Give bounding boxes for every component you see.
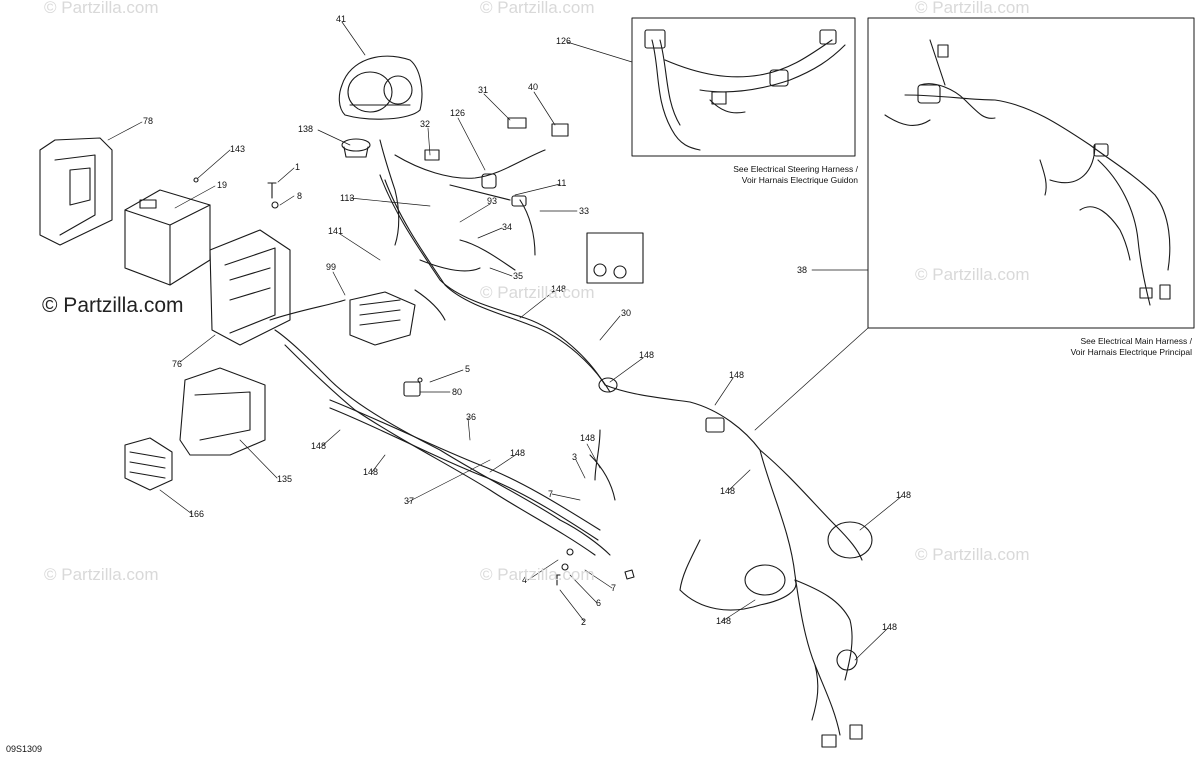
callout-148-a: 148 [551,284,566,294]
callout-7-b: 7 [611,583,616,593]
steering-harness-note: See Electrical Steering Harness / Voir H… [733,164,858,186]
watermark: © Partzilla.com [915,0,1030,17]
callout-38: 38 [797,265,807,275]
main-note-line-2: Voir Harnais Electrique Principal [1070,347,1192,357]
callout-99: 99 [326,262,336,272]
callout-135: 135 [277,474,292,484]
steering-harness-inset [631,17,856,157]
callout-19: 19 [217,180,227,190]
callout-7-a: 7 [548,489,553,499]
callout-32: 32 [420,119,430,129]
callout-8: 8 [297,191,302,201]
watermark: © Partzilla.com [44,0,159,17]
watermark-strong: © Partzilla.com [42,294,184,317]
watermark: © Partzilla.com [915,265,1030,284]
callout-143: 143 [230,144,245,154]
watermark: © Partzilla.com [480,283,595,302]
callout-3: 3 [572,452,577,462]
module-166 [124,437,173,491]
callout-40: 40 [528,82,538,92]
callout-35: 35 [513,271,523,281]
instrument-cluster [338,55,423,120]
callout-148-c: 148 [729,370,744,380]
callout-1: 1 [295,162,300,172]
callout-148-i: 148 [896,490,911,500]
callout-148-j: 148 [716,616,731,626]
callout-141: 141 [328,226,343,236]
steering-note-line-1: See Electrical Steering Harness / [733,164,858,174]
battery-box [39,137,113,246]
callout-11: 11 [557,178,566,188]
watermark: © Partzilla.com [44,565,159,584]
battery-holder [209,229,291,346]
callout-36: 36 [466,412,476,422]
callout-148-g: 148 [580,433,595,443]
callout-148-d: 148 [311,441,326,451]
callout-148-e: 148 [363,467,378,477]
callout-6: 6 [596,598,601,608]
callout-166: 166 [189,509,204,519]
callout-31: 31 [478,85,488,95]
callout-76: 76 [172,359,182,369]
main-harness-inset [867,17,1195,329]
callout-30: 30 [621,308,631,318]
callout-126: 126 [450,108,465,118]
callout-126-b: 126 [556,36,571,46]
steering-note-line-2: Voir Harnais Electrique Guidon [741,175,858,185]
callout-34: 34 [502,222,512,232]
callout-5: 5 [465,364,470,374]
cap-138 [341,138,371,152]
main-harness-drawing [884,39,1171,306]
callout-2: 2 [581,617,586,627]
watermark: © Partzilla.com [915,545,1030,564]
diagram-code: 09S1309 [6,744,43,754]
main-wiring-harness [269,174,873,748]
watermark: © Partzilla.com [480,565,595,584]
callout-148-k: 148 [882,622,897,632]
watermark: © Partzilla.com [480,0,595,17]
callout-33: 33 [579,206,589,216]
callout-41: 41 [336,14,346,24]
cable-37 [329,407,599,541]
fuse-box [349,291,416,346]
callout-148-b: 148 [639,350,654,360]
callout-148-h: 148 [720,486,735,496]
callout-37: 37 [404,496,414,506]
main-harness-note: See Electrical Main Harness / Voir Harna… [1071,336,1192,358]
callout-4: 4 [522,575,527,585]
callout-148-f: 148 [510,448,525,458]
callout-80: 80 [452,387,462,397]
steering-region-wiring [379,117,644,284]
callout-138: 138 [298,124,313,134]
callout-93: 93 [487,196,497,206]
callout-78: 78 [143,116,153,126]
bracket-135 [179,367,266,456]
callout-113: 113 [340,193,354,203]
battery [124,189,211,286]
steering-harness-drawing [644,29,846,151]
callout-labels: 41 78 143 19 1 8 138 32 126 31 40 11 113… [143,14,911,632]
main-note-line-1: See Electrical Main Harness / [1080,336,1193,346]
leader-lines [107,21,903,661]
